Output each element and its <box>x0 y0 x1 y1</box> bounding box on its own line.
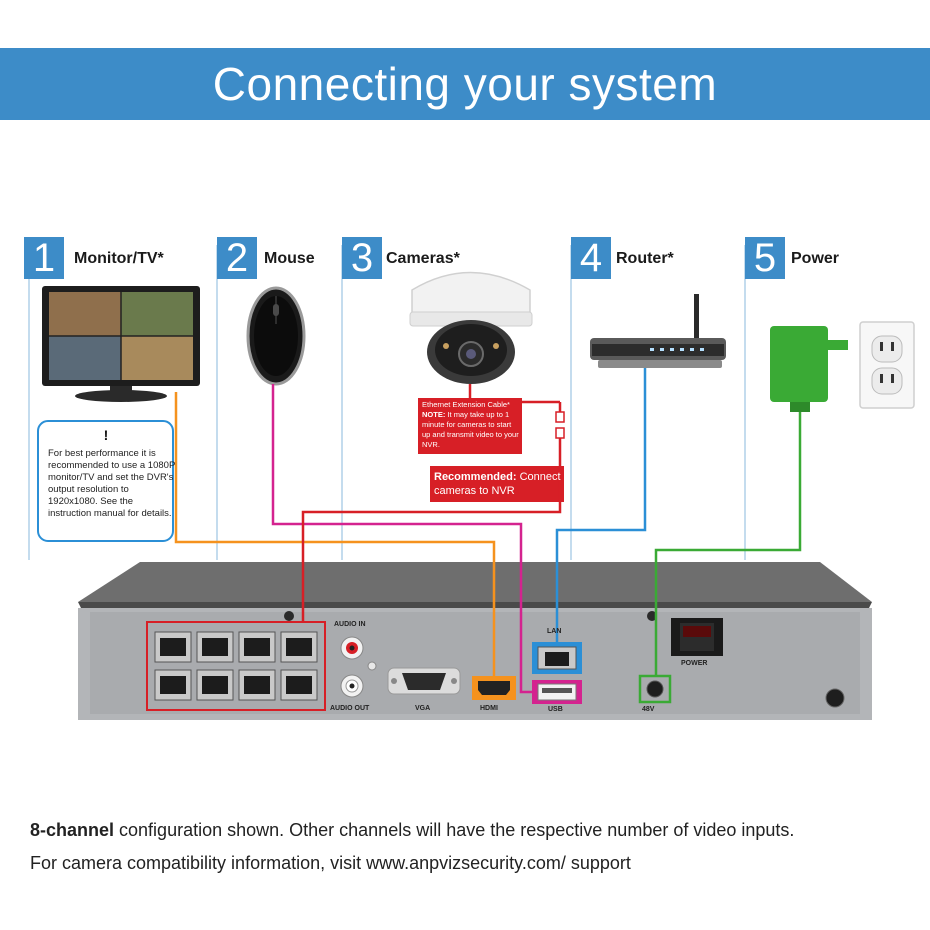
step-3-number: 3 <box>342 237 382 279</box>
audio-out-label: AUDIO OUT <box>330 705 370 712</box>
lan-cable <box>555 368 647 642</box>
poe-ports <box>154 631 318 701</box>
poe-port-opening <box>160 676 186 694</box>
cable-note: Ethernet Extension Cable* NOTE: It may t… <box>422 400 520 450</box>
poe-port-opening <box>244 676 270 694</box>
power-cable <box>654 412 802 676</box>
recommended-text: Connect cameras to NVR <box>434 471 561 497</box>
step-4-label: Router* <box>616 250 674 267</box>
cable-note-title: Ethernet Extension Cable* <box>422 400 510 409</box>
step-separators <box>28 245 746 560</box>
monitor-icon <box>42 286 200 402</box>
page-title: Connecting your system <box>212 58 718 110</box>
step-1-label: Monitor/TV* <box>74 250 164 267</box>
ground-screw <box>825 688 845 708</box>
step-5-number: 5 <box>745 237 785 279</box>
router-icon <box>590 294 726 368</box>
lan-port-opening <box>545 652 569 666</box>
step-4-number: 4 <box>571 237 611 279</box>
step-3-label: Cameras* <box>386 250 460 267</box>
usb-port-tongue <box>542 688 572 693</box>
tip-text: For best performance it is recommended t… <box>48 448 176 519</box>
footer-line-1: 8-channel configuration shown. Other cha… <box>30 820 794 841</box>
tip-box <box>37 420 174 542</box>
dc-jack <box>646 680 664 698</box>
step-2-label: Mouse <box>264 250 315 267</box>
cable-note-label: NOTE: <box>422 410 446 419</box>
step-1-number: 1 <box>24 237 64 279</box>
hdmi-cable <box>174 392 496 676</box>
vga-port <box>387 667 461 695</box>
cable-note-text: It may take up to 1 minute for cameras t… <box>422 410 519 449</box>
power-adapter-icon <box>770 326 848 412</box>
tip-exclamation: ! <box>103 427 109 443</box>
header-banner: Connecting your system <box>0 48 930 120</box>
poe-port-opening <box>286 638 312 656</box>
audio-in-label: AUDIO IN <box>334 621 366 628</box>
recommended-label: Recommended: <box>434 471 517 483</box>
poe-port-opening <box>160 638 186 656</box>
poe-port-opening <box>286 676 312 694</box>
wall-outlet-icon <box>859 321 915 409</box>
recommended-box <box>430 466 564 502</box>
poe-port-opening <box>202 676 228 694</box>
usb-label: USB <box>548 706 563 713</box>
power-switch <box>671 618 723 656</box>
poe-port-opening <box>244 638 270 656</box>
poe-ports-highlight <box>146 621 326 711</box>
dome-camera-icon <box>409 271 533 384</box>
camera-cable-to-nvr <box>301 438 562 622</box>
step-2-number: 2 <box>217 237 257 279</box>
power-label: POWER <box>681 660 708 667</box>
hdmi-label: HDMI <box>480 705 498 712</box>
footer-line-1-text: configuration shown. Other channels will… <box>114 820 795 840</box>
mouse-icon <box>246 286 306 386</box>
lan-label: LAN <box>547 628 562 635</box>
footer-line-2: For camera compatibility information, vi… <box>30 853 631 873</box>
hdmi-port <box>478 681 510 695</box>
recommended-note: Recommended: Connect cameras to NVR <box>434 470 564 498</box>
footer-bold: 8-channel <box>30 820 115 840</box>
cable-note-body: NOTE: It may take up to 1 minute for cam… <box>422 410 520 450</box>
audio-jacks <box>340 636 377 698</box>
dc-label: 48V <box>642 706 655 713</box>
cables <box>174 368 802 694</box>
step-5-label: Power <box>791 250 840 267</box>
cable-note-box <box>418 398 522 454</box>
vga-label: VGA <box>415 705 431 712</box>
usb-cable <box>271 384 532 694</box>
poe-port-opening <box>202 638 228 656</box>
